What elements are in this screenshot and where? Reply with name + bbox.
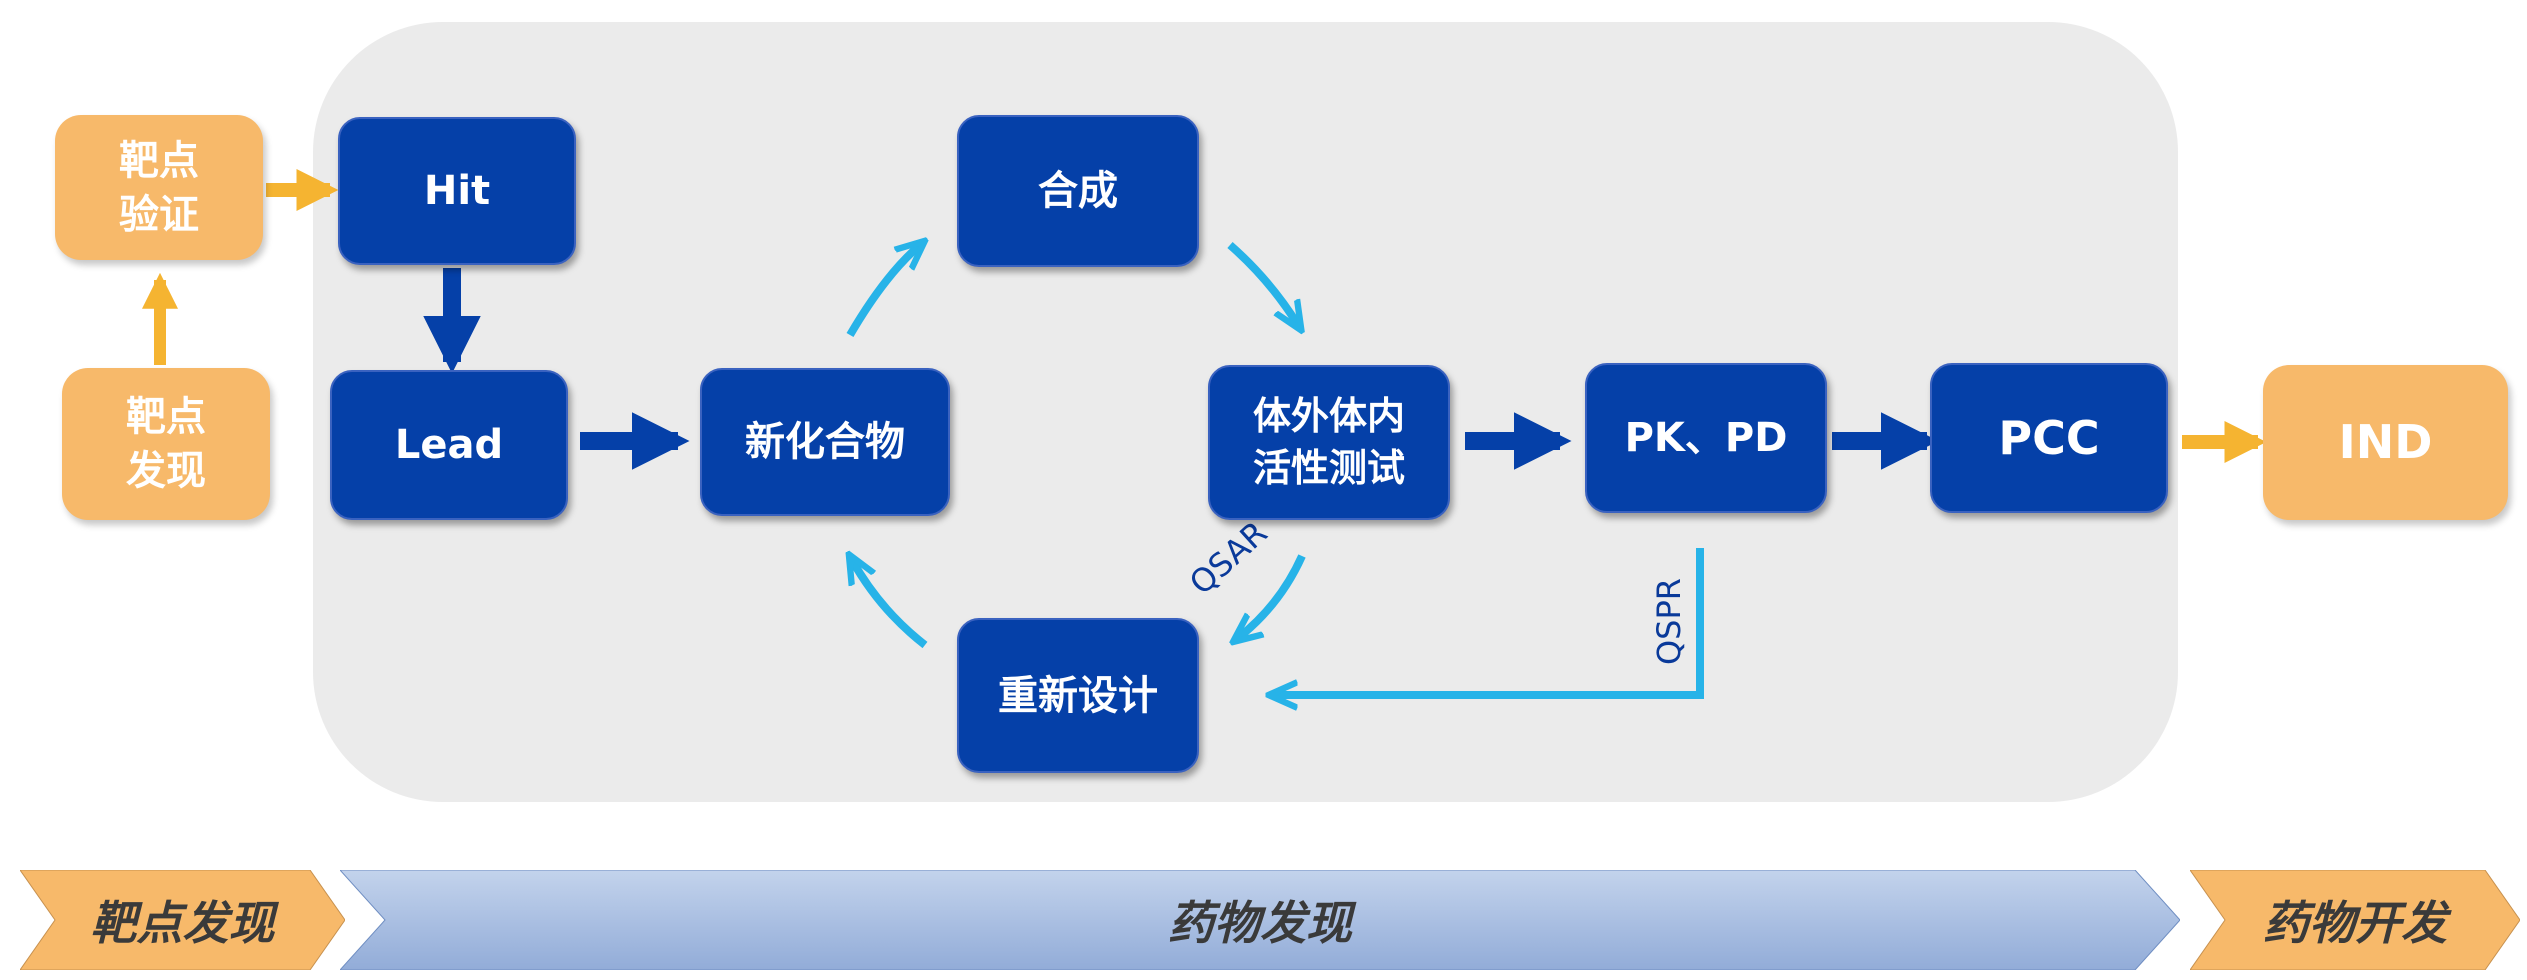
node-target-discovery-label: 靶点 发现 [126,394,206,494]
node-target-validation-label: 靶点 验证 [119,137,199,238]
stage-drug-development: 药物开发 [2190,870,2520,970]
stage-drug-development-label: 药物开发 [2263,896,2447,950]
stage-target-discovery: 靶点发现 [20,870,345,970]
node-pcc[interactable]: PCC [1930,363,2168,513]
node-redesign[interactable]: 重新设计 [957,618,1199,773]
qspr-label: QSPR [1650,577,1688,665]
stage-target-discovery-label: 靶点发现 [90,896,275,950]
arrow-synthesis-to-assay [1227,241,1298,325]
node-pcc-label: PCC [1998,410,2100,465]
node-pk-pd[interactable]: PK、PD [1585,363,1827,513]
node-lead[interactable]: Lead [330,370,568,520]
node-synthesis[interactable]: 合成 [957,115,1199,267]
node-hit-label: Hit [423,168,491,214]
arrow-qspr-feedback [1275,548,1704,695]
node-assay[interactable]: 体外体内 活性测试 [1208,365,1450,520]
node-assay-label: 体外体内 活性测试 [1252,394,1405,490]
node-target-discovery[interactable]: 靶点 发现 [62,368,270,520]
node-pk-pd-label: PK、PD [1624,415,1788,461]
arrow-compound-to-synthesis [846,245,920,338]
node-ind-label: IND [2338,415,2433,470]
stage-drug-discovery-label: 药物发现 [1168,896,1352,950]
arrow-assay-to-redesign [1238,554,1306,638]
node-ind[interactable]: IND [2263,365,2508,520]
node-new-compound-label: 新化合物 [745,419,905,465]
node-hit[interactable]: Hit [338,117,576,265]
node-redesign-label: 重新设计 [998,672,1158,719]
node-synthesis-label: 合成 [1038,168,1118,214]
node-lead-label: Lead [394,422,504,468]
stage-drug-discovery: 药物发现 [340,870,2180,970]
node-new-compound[interactable]: 新化合物 [700,368,950,516]
arrow-redesign-to-compound [852,560,928,649]
node-target-validation[interactable]: 靶点 验证 [55,115,263,260]
